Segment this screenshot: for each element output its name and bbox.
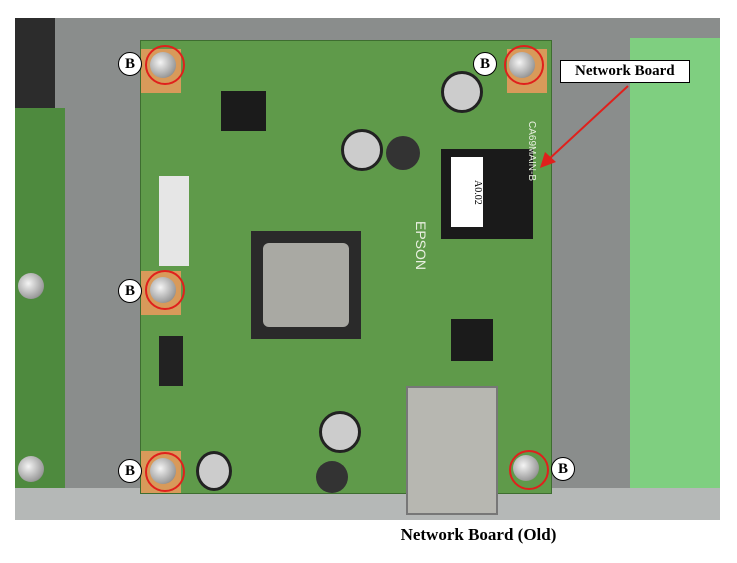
screw-highlight: [145, 45, 185, 85]
screw-label-b: B: [118, 459, 142, 483]
ethernet-port: [406, 386, 498, 515]
processor-chip: [251, 231, 361, 339]
screw-label-b: B: [473, 52, 497, 76]
screw-highlight: [145, 452, 185, 492]
screw-highlight: [504, 45, 544, 85]
adjacent-board: [15, 108, 65, 488]
network-board-callout: Network Board: [560, 60, 690, 83]
screw-highlight: [509, 450, 549, 490]
green-sheet: [630, 38, 720, 488]
screw-label-b: B: [118, 52, 142, 76]
screw-label-b: B: [118, 279, 142, 303]
brand-text: EPSON: [413, 221, 429, 271]
memory-chip: A0.02: [441, 149, 533, 239]
screw-highlight: [145, 270, 185, 310]
network-board-photo: A0.02 EPSON CA69MAIN-B: [15, 18, 720, 520]
model-text: CA69MAIN-B: [526, 121, 537, 182]
figure-caption: Network Board (Old): [400, 525, 557, 544]
screw-label-b: B: [551, 457, 575, 481]
